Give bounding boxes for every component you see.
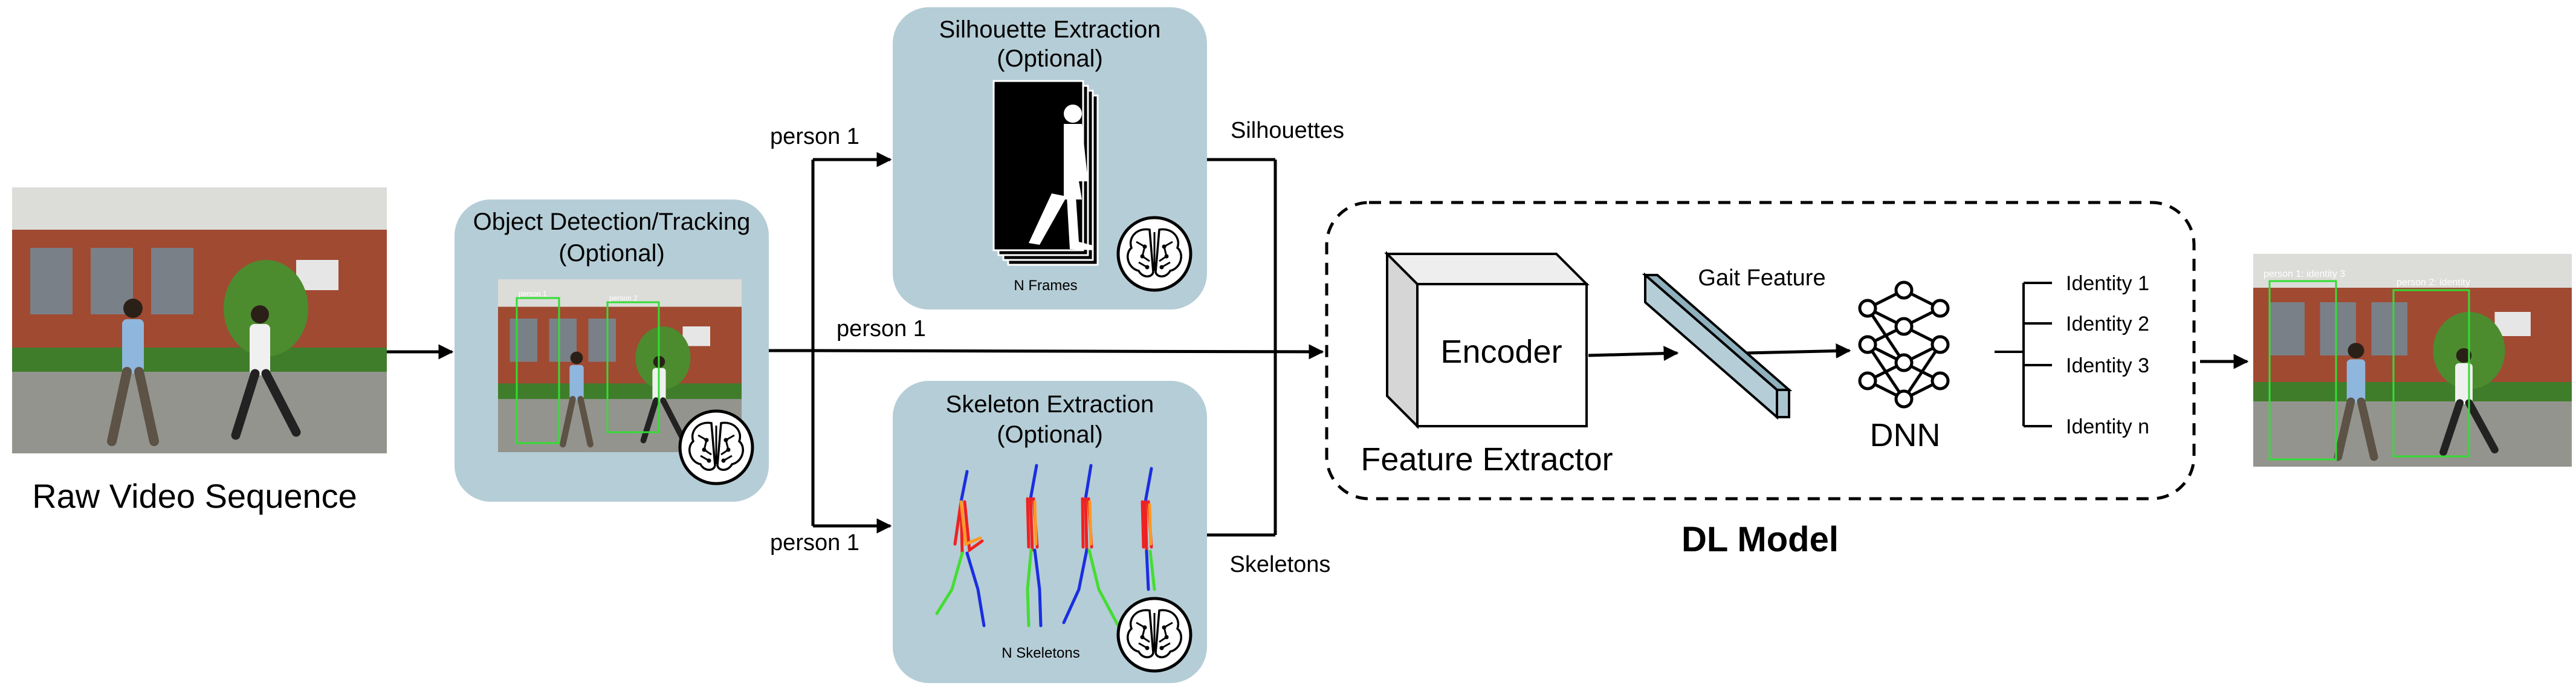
arrow-direct-to-model <box>812 344 1324 360</box>
skeleton-figures <box>935 464 1156 627</box>
output-bbox-label-2: person 2: identity <box>2396 277 2470 288</box>
detection-bbox-label-1: person 1 <box>519 290 547 298</box>
identity-label-3: Identity 3 <box>2066 354 2149 377</box>
detection-bbox-label-2: person 2 <box>609 294 638 302</box>
skeletons-output-label: Skeletons <box>1230 552 1331 577</box>
gait-feature-prism <box>1642 272 1793 420</box>
identity-label-n: Identity n <box>2066 415 2149 438</box>
dnn-label: DNN <box>1870 417 1941 453</box>
route-label-skeleton: person 1 <box>770 530 859 556</box>
identity-bracket <box>1995 282 2052 427</box>
detection-title-line1: Object Detection/Tracking <box>473 209 751 235</box>
skeleton-figure-3 <box>1062 464 1120 627</box>
route-label-direct: person 1 <box>837 316 926 342</box>
detection-neural-icon <box>680 411 752 484</box>
output-frame: person 1: identity 3 person 2: identity <box>2253 254 2572 467</box>
detection-title-line2: (Optional) <box>558 240 665 267</box>
gait-feature-label: Gait Feature <box>1698 265 1825 291</box>
skeleton-neural-icon <box>1118 598 1191 671</box>
silhouette-title-line1: Silhouette Extraction <box>939 16 1161 43</box>
detection-bbox-2 <box>606 301 660 433</box>
dnn-network-icon <box>1858 280 1950 409</box>
dl-model-container <box>1325 201 2196 501</box>
silhouette-neural-icon <box>1118 218 1191 290</box>
skeleton-figure-1 <box>935 470 986 627</box>
route-label-silhouette: person 1 <box>770 124 859 149</box>
skeleton-figure-2 <box>1026 464 1043 627</box>
identity-label-2: Identity 2 <box>2066 313 2149 335</box>
detection-frame: person 1 person 2 <box>498 279 742 452</box>
silhouette-frames-stack <box>992 80 1099 266</box>
skeleton-figure-4 <box>1141 467 1156 591</box>
silhouette-extraction-panel: Silhouette Extraction (Optional) N Frame… <box>893 7 1207 309</box>
skeleton-title-line1: Skeleton Extraction <box>946 391 1154 418</box>
object-detection-panel: Object Detection/Tracking (Optional) per… <box>455 199 769 502</box>
arrow-feature-to-dnn <box>1746 343 1851 359</box>
output-bbox-1 <box>2268 280 2337 461</box>
raw-video-stack <box>12 187 399 456</box>
silhouette-title-line2: (Optional) <box>997 45 1103 72</box>
routing-lines <box>769 152 1324 534</box>
output-bbox-label-1: person 1: identity 3 <box>2264 269 2345 279</box>
output-bbox-2 <box>2392 289 2470 458</box>
detection-bbox-1 <box>516 297 560 444</box>
encoder-label: Encoder <box>1440 334 1562 370</box>
skeleton-extraction-panel: Skeleton Extraction (Optional) <box>893 381 1207 683</box>
silhouette-figure <box>1029 105 1093 250</box>
skeleton-title-line2: (Optional) <box>997 421 1103 448</box>
silhouettes-output-label: Silhouettes <box>1231 118 1344 143</box>
skeleton-caption: N Skeletons <box>1002 645 1079 661</box>
feature-extractor-label: Feature Extractor <box>1361 441 1613 478</box>
silhouette-caption: N Frames <box>1014 277 1077 294</box>
dl-model-title: DL Model <box>1681 520 1839 559</box>
identity-label-1: Identity 1 <box>2066 272 2149 295</box>
arrow-encoder-to-feature <box>1588 346 1679 361</box>
extraction-output-lines <box>1207 158 1277 537</box>
raw-video-label: Raw Video Sequence <box>32 477 357 515</box>
encoder-cube <box>1384 251 1590 429</box>
